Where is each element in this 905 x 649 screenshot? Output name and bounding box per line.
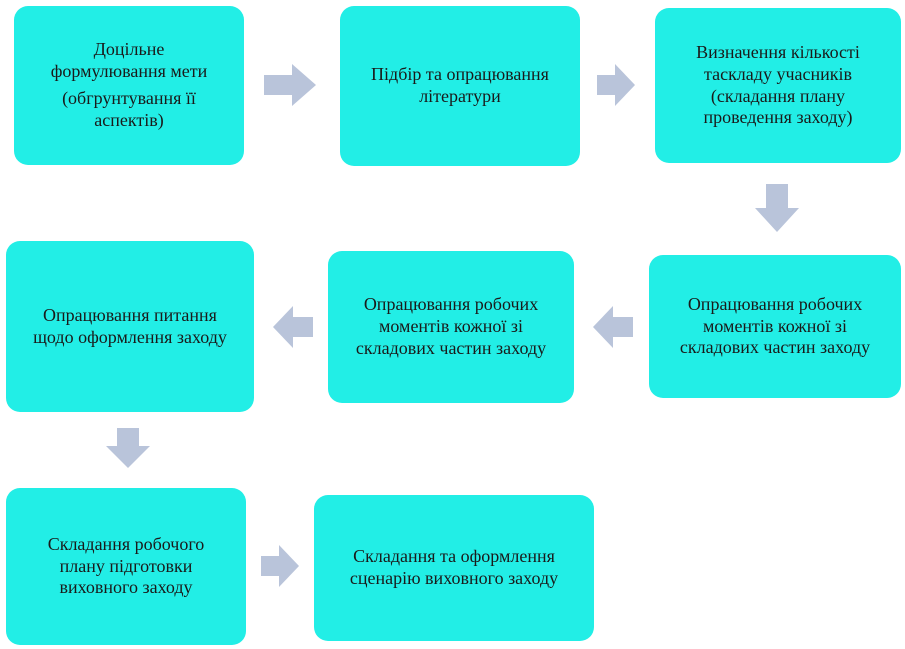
step-4-line-1: Опрацювання робочих <box>687 293 863 314</box>
arrow-right-icon <box>597 64 635 106</box>
step-4-box: Опрацювання робочих моментів кожної зі с… <box>649 255 901 398</box>
step-6-line-2: щодо оформлення заходу <box>33 326 227 347</box>
arrow-right-icon <box>261 545 299 587</box>
step-3-line-2: таскладу учасників <box>704 63 852 84</box>
arrow-left-icon <box>273 306 313 348</box>
step-3-line-1: Визначення кількості <box>696 41 860 62</box>
arrow-right-icon <box>264 64 316 106</box>
step-1-box: Доцільне формулювання мети (обгрунтуванн… <box>14 6 244 165</box>
step-7-line-3: виховного заходу <box>59 577 193 598</box>
step-7-line-1: Складання робочого <box>47 533 205 554</box>
step-6-box: Опрацювання питання щодо оформлення захо… <box>6 241 254 412</box>
step-7-line-2: плану підготовки <box>59 555 193 576</box>
arrow-down-icon <box>106 428 150 468</box>
step-4-line-3: складових частин заходу <box>679 337 871 358</box>
step-3-line-4: проведення заходу) <box>703 107 853 128</box>
step-8-box: Складання та оформлення сценарію виховно… <box>314 495 594 641</box>
step-3-box: Визначення кількості таскладу учасників … <box>655 8 901 163</box>
step-3-line-3: (складання плану <box>710 85 846 106</box>
step-8-line-2: сценарію виховного заходу <box>349 568 559 588</box>
arrow-left-icon <box>593 306 633 348</box>
step-5-line-2: моментів кожної зі <box>379 316 523 337</box>
step-5-box: Опрацювання робочих моментів кожної зі с… <box>328 251 574 403</box>
step-7-box: Складання робочого плану підготовки вихо… <box>6 488 246 645</box>
step-4-line-2: моментів кожної зі <box>703 315 847 336</box>
step-2-line-1: Підбір та опрацювання <box>371 64 549 85</box>
step-5-line-1: Опрацювання робочих <box>363 294 539 315</box>
step-5-line-3: складових частин заходу <box>355 337 547 358</box>
arrow-down-icon <box>755 184 799 232</box>
step-2-box: Підбір та опрацювання літератури <box>340 6 580 166</box>
step-1-line-1: Доцільне <box>93 39 165 60</box>
step-1-line-2: формулювання мети <box>50 61 208 82</box>
step-2-line-2: літератури <box>419 86 501 106</box>
step-8-line-1: Складання та оформлення <box>353 546 555 567</box>
step-6-line-1: Опрацювання питання <box>43 304 217 325</box>
step-1-subtext: (обгрунтування її аспектів) <box>62 88 196 130</box>
